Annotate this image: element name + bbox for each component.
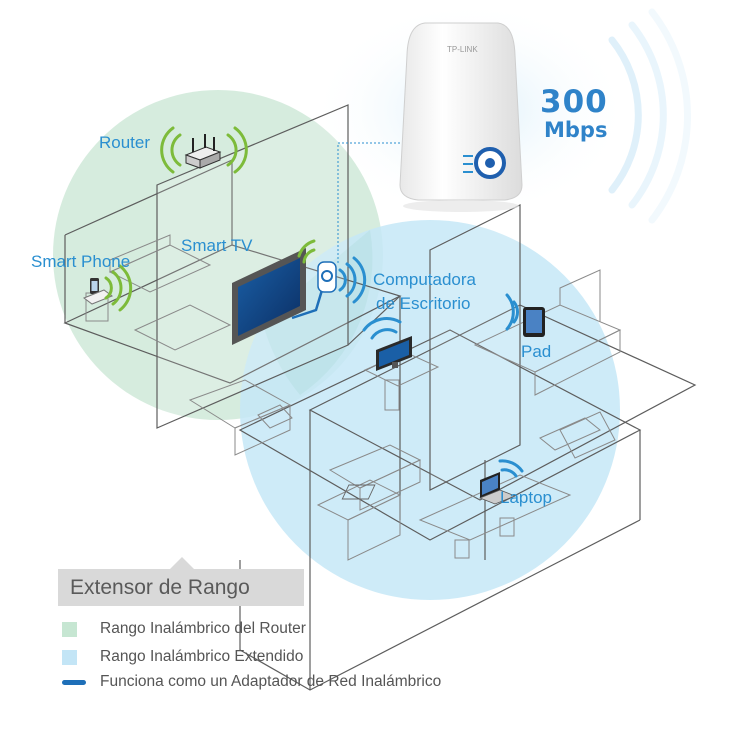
pad-device [523, 307, 545, 337]
desktop-signal-icon [362, 317, 402, 340]
adapter-cable [291, 289, 324, 320]
extender-signal-icon [608, 8, 691, 224]
smart-tv [232, 248, 306, 345]
speed-value: 300 [540, 84, 608, 120]
router-label: Router [99, 133, 151, 152]
desktop-label-line2: de Escritorio [376, 294, 471, 313]
adapter-signal-icon [338, 256, 367, 304]
smart-phone-label: Smart Phone [31, 252, 131, 271]
legend-title: Extensor de Rango [58, 569, 304, 606]
laptop-signal-icon [498, 459, 524, 478]
router-device [184, 134, 222, 169]
legend-item-label: Rango Inalámbrico del Router [100, 620, 306, 637]
adapter-line-swatch [62, 680, 86, 685]
router-range-swatch [62, 622, 77, 637]
laptop-label: Laptop [500, 488, 552, 507]
legend-pointer [170, 557, 194, 569]
extender-brand-text: TP-LINK [447, 45, 478, 54]
stove [341, 484, 376, 500]
desktop-computer-device [376, 336, 412, 371]
legend-item-label: Rango Inalámbrico Extendido [100, 648, 304, 665]
desktop-label-line1: Computadora [373, 270, 477, 289]
tv-adapter [317, 261, 337, 293]
pad-label: Pad [521, 342, 552, 361]
router-signal-icon [160, 126, 248, 174]
smart-tv-label: Smart TV [181, 236, 253, 255]
dotted-connector [337, 142, 420, 263]
laptop-device [478, 472, 517, 505]
furniture-sketches [85, 234, 622, 561]
pad-signal-icon [505, 293, 519, 331]
smart-phone-device [82, 278, 114, 305]
extended-range-swatch [62, 650, 77, 665]
phone-signal-icon [104, 264, 133, 312]
range-extender-device [399, 22, 523, 212]
legend-item-label: Funciona como un Adaptador de Red Inalám… [100, 673, 442, 690]
tv-signal-icon [297, 239, 316, 264]
speed-unit: Mbps [544, 118, 608, 142]
